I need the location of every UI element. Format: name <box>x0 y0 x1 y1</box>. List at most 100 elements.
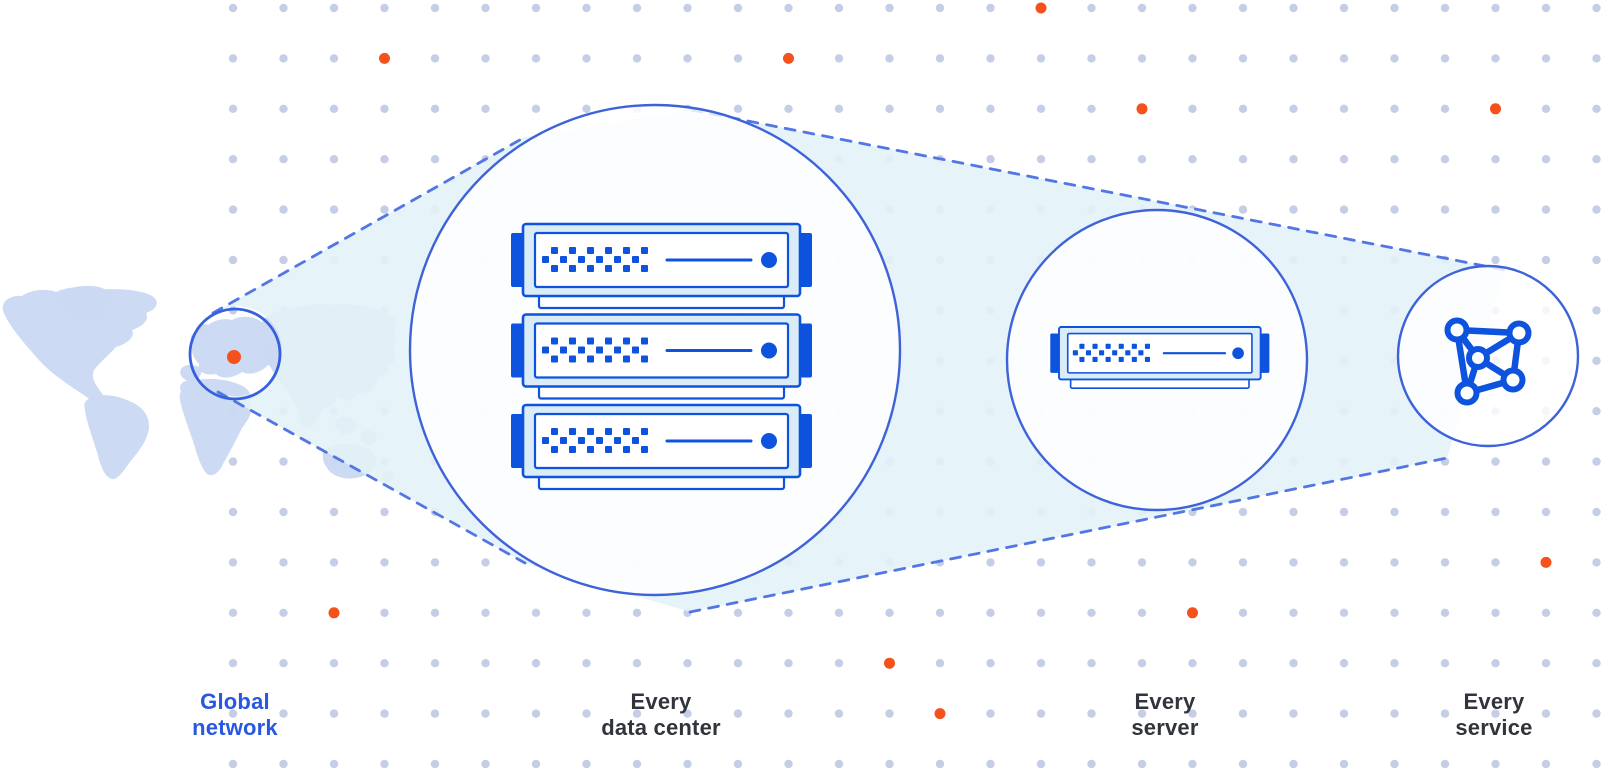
grid-dot <box>1541 3 1551 13</box>
grid-dot <box>1440 3 1450 13</box>
grid-dot <box>1541 205 1551 214</box>
grid-dot <box>834 709 844 718</box>
grid-dot <box>834 104 844 114</box>
grid-dot <box>1592 457 1601 466</box>
grid-dot <box>279 709 288 718</box>
grid-dot <box>228 507 238 517</box>
grid-dot <box>279 608 288 617</box>
grid-dot <box>683 759 692 769</box>
grid-dot <box>1339 759 1349 769</box>
grid-dot <box>733 709 743 718</box>
grid-dot <box>430 3 440 13</box>
dashed-connector-upper-left <box>211 135 527 315</box>
grid-dot <box>531 659 541 668</box>
grid-dot <box>279 659 288 668</box>
grid-dot <box>380 709 389 718</box>
grid-dot <box>1289 608 1298 617</box>
grid-dot <box>986 54 995 63</box>
grid-dot <box>329 155 339 164</box>
grid-dot <box>1541 104 1551 114</box>
grid-dot <box>683 709 692 718</box>
grid-dot <box>1188 759 1197 769</box>
grid-dot <box>228 104 238 114</box>
grid-dot <box>935 104 945 114</box>
grid-dot <box>1440 54 1450 63</box>
grid-dot <box>683 3 692 13</box>
grid-dot <box>1592 104 1601 114</box>
server-stack-icon <box>509 222 814 491</box>
grid-dot <box>1491 608 1500 617</box>
grid-dot <box>1289 558 1298 567</box>
grid-dot <box>1036 558 1046 567</box>
grid-dot <box>582 608 591 617</box>
grid-dot <box>1289 155 1298 164</box>
grid-dot <box>1238 54 1248 63</box>
grid-dot <box>1238 155 1248 164</box>
grid-dot <box>1390 659 1399 668</box>
grid-dot <box>228 255 238 265</box>
grid-dot <box>1137 608 1147 617</box>
grid-dot <box>1491 659 1500 668</box>
grid-dot <box>531 608 541 617</box>
grid-dot <box>279 759 288 769</box>
grid-dot <box>430 759 440 769</box>
grid-dot <box>1390 205 1399 214</box>
label-every-service: Every service <box>1364 689 1620 741</box>
dashed-connector-lower-right <box>688 456 1449 614</box>
grid-dot <box>885 759 894 769</box>
grid-dot <box>1592 608 1601 617</box>
grid-dot <box>733 54 743 63</box>
grid-dot <box>784 659 793 668</box>
grid-dot <box>1137 659 1147 668</box>
grid-dot <box>531 104 541 114</box>
grid-dot <box>1592 205 1601 214</box>
grid-dot <box>1289 3 1298 13</box>
grid-dot <box>1491 558 1500 567</box>
grid-dot <box>430 54 440 63</box>
grid-dot <box>784 608 793 617</box>
label-every-data-center-line2: data center <box>601 715 721 740</box>
grid-dot <box>986 608 995 617</box>
grid-dot <box>380 104 389 114</box>
grid-dot <box>1440 608 1450 617</box>
grid-dot <box>1339 558 1349 567</box>
grid-dot <box>784 3 793 13</box>
grid-dot <box>228 709 238 718</box>
grid-dot <box>279 205 288 214</box>
grid-dot <box>1491 3 1500 13</box>
grid-dot <box>1289 759 1298 769</box>
grid-dot <box>1238 759 1248 769</box>
grid-dot <box>1087 104 1096 114</box>
grid-dot <box>733 3 743 13</box>
grid-dot <box>329 507 339 517</box>
grid-dot <box>1087 155 1096 164</box>
grid-dot <box>279 3 288 13</box>
grid-dot <box>228 659 238 668</box>
grid-dot <box>1440 104 1450 114</box>
grid-dot <box>1491 255 1500 265</box>
grid-dot <box>1440 205 1450 214</box>
grid-dot <box>228 759 238 769</box>
grid-dot <box>380 3 389 13</box>
grid-dot <box>1491 457 1500 466</box>
label-every-service-line2: service <box>1455 715 1533 740</box>
grid-dot <box>1036 659 1046 668</box>
grid-dot <box>1188 709 1197 718</box>
grid-dot <box>1440 709 1450 718</box>
grid-dot <box>329 54 339 63</box>
grid-dot <box>228 558 238 567</box>
grid-dot <box>279 558 288 567</box>
grid-dot <box>1541 759 1551 769</box>
dashed-connector-upper-right <box>690 108 1507 272</box>
grid-dot <box>329 205 339 214</box>
grid-dot <box>1491 759 1500 769</box>
grid-dot <box>1036 608 1046 617</box>
grid-dot <box>1339 608 1349 617</box>
grid-dot <box>834 3 844 13</box>
grid-dot <box>430 155 440 164</box>
grid-dot <box>531 3 541 13</box>
label-every-data-center-line1: Every <box>630 689 692 714</box>
orange-dot <box>328 607 340 619</box>
orange-dot <box>1187 607 1198 619</box>
